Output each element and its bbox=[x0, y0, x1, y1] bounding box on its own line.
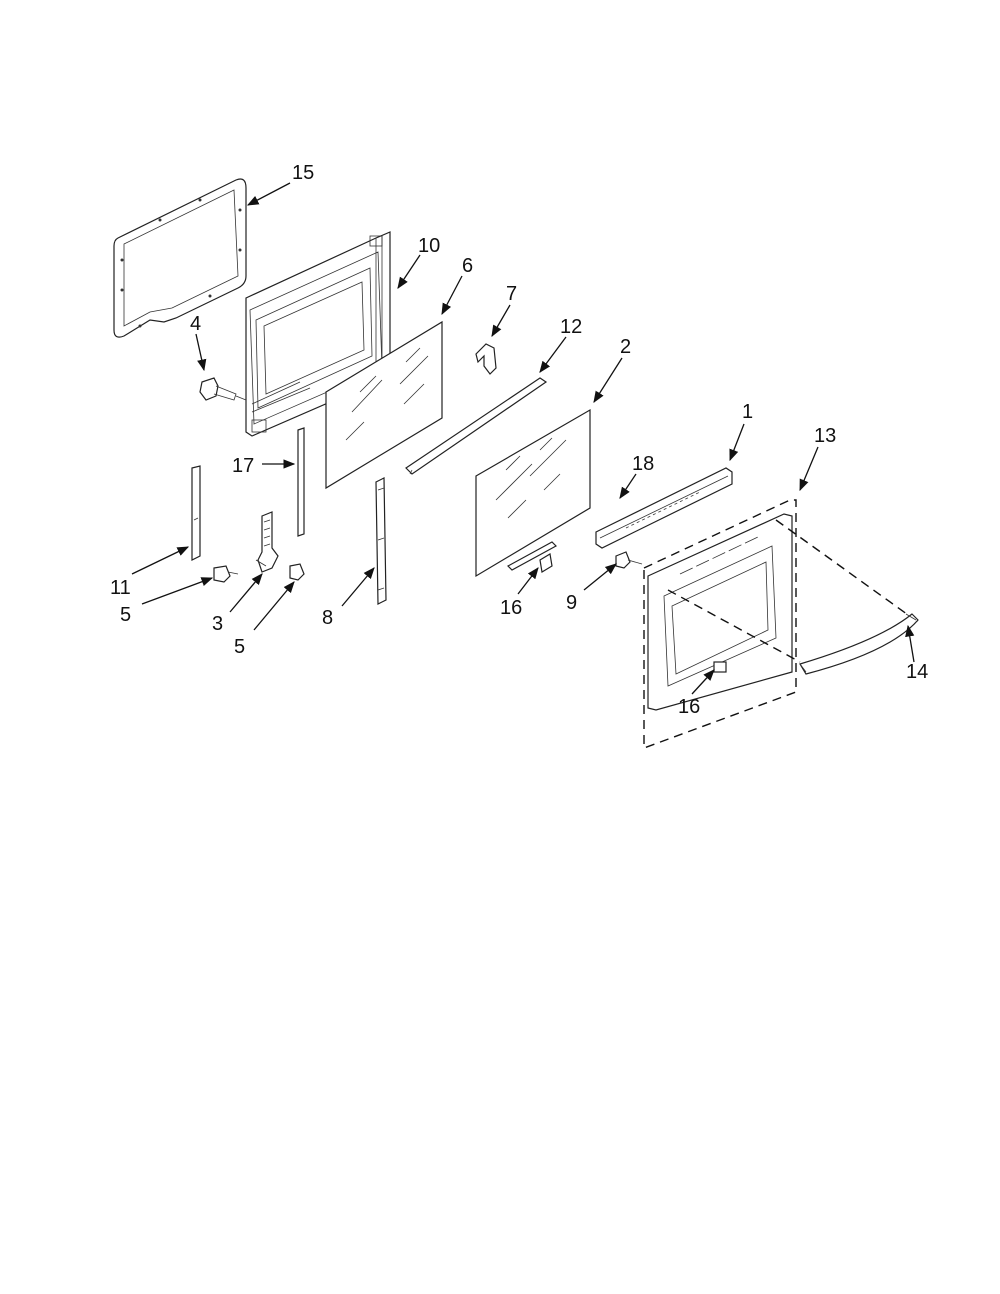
callout-5-right: 5 bbox=[234, 636, 245, 658]
screw-9-part bbox=[615, 551, 643, 569]
glass-panel-6-part bbox=[325, 320, 443, 490]
callout-12: 12 bbox=[560, 316, 582, 338]
callout-labels: 15 10 6 7 12 2 4 1 13 17 18 11 5 3 5 8 1… bbox=[110, 162, 928, 718]
screw-5a-part bbox=[213, 565, 239, 583]
callout-3: 3 bbox=[212, 613, 223, 635]
callout-1: 1 bbox=[742, 401, 753, 423]
callout-15: 15 bbox=[292, 162, 314, 184]
callout-2: 2 bbox=[620, 336, 631, 358]
callout-7: 7 bbox=[506, 283, 517, 305]
vent-strip-1-part bbox=[595, 467, 733, 549]
callout-16-middle: 16 bbox=[500, 597, 522, 619]
callout-13: 13 bbox=[814, 425, 836, 447]
callout-16-right: 16 bbox=[678, 696, 700, 718]
callout-8: 8 bbox=[322, 607, 333, 629]
callout-17: 17 bbox=[232, 455, 254, 477]
hinge-3-part bbox=[255, 511, 279, 573]
rod-17-part bbox=[297, 427, 305, 537]
callout-18: 18 bbox=[632, 453, 654, 475]
side-rail-8-part bbox=[375, 477, 387, 605]
screw-part-4 bbox=[199, 377, 247, 401]
callout-9: 9 bbox=[566, 592, 577, 614]
callout-10: 10 bbox=[418, 235, 440, 257]
hinge-bracket-11-part bbox=[191, 465, 201, 561]
door-gasket-part bbox=[113, 178, 247, 338]
callout-6: 6 bbox=[462, 255, 473, 277]
clip-part-7 bbox=[475, 343, 497, 375]
door-handle-14-part bbox=[799, 613, 919, 675]
callout-14: 14 bbox=[906, 661, 928, 683]
outer-door-frame-13-part bbox=[643, 499, 919, 750]
lower-trim-18-part bbox=[507, 541, 557, 573]
callout-11: 11 bbox=[110, 577, 131, 599]
leader-lines bbox=[131, 182, 915, 695]
callout-4: 4 bbox=[190, 313, 201, 335]
screw-5b-part bbox=[289, 563, 305, 581]
callout-5-left: 5 bbox=[120, 604, 131, 626]
trim-strip-12-part bbox=[405, 377, 548, 475]
glass-panel-2-part bbox=[475, 408, 591, 578]
